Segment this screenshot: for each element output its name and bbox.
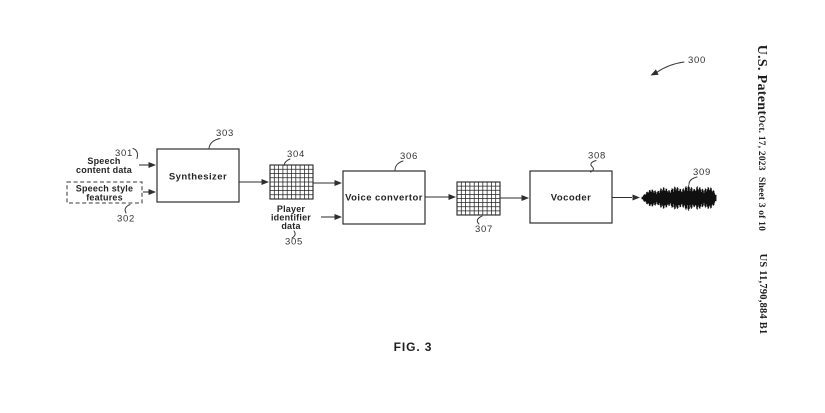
ref-301-leader [132, 148, 138, 159]
ref-303-leader [208, 138, 221, 149]
ref-label-301: 301 [115, 148, 133, 159]
ref-label-303: 303 [216, 128, 234, 139]
ref-label-302: 302 [117, 214, 135, 225]
voice-convertor-box [342, 170, 426, 225]
input-player-identifier-data: Player identifier data 305 [271, 204, 342, 248]
ref-label-300: 300 [688, 55, 706, 66]
system-callout-300: 300 [650, 55, 706, 76]
patent-sheet-number: Sheet 3 of 10 [756, 177, 766, 231]
speech-content-label-line2: content data [76, 165, 133, 175]
ref-306-leader [394, 160, 404, 171]
ref-label-309: 309 [693, 167, 711, 178]
arrowhead-icon [334, 180, 342, 186]
input-speech-content-data: Speech content data 301 [76, 148, 156, 175]
arrowhead-icon [632, 194, 640, 201]
ref-300-arrowhead-icon [650, 69, 659, 76]
ref-label-307: 307 [475, 224, 493, 235]
vocoder-box [529, 170, 613, 224]
arrow-vocoder-to-waveform [612, 194, 640, 201]
ref-label-308: 308 [588, 151, 606, 162]
arrow-spectrogram2-to-vocoder [500, 195, 529, 201]
figure-caption: FIG. 3 [394, 340, 433, 354]
spectrogram2-gridlines [457, 182, 500, 215]
header-sidebar: U.S. Patent Oct. 17, 2023 Sheet 3 of 10 … [754, 45, 769, 335]
patent-office-title: U.S. Patent [754, 45, 769, 116]
ref-308-leader [590, 160, 597, 173]
block-vocoder: Vocoder 308 [529, 151, 613, 224]
spectrogram-grid-307: 307 [456, 181, 501, 235]
voice-convertor-label: Voice convertor [345, 193, 423, 204]
input-speech-style-features: Speech style features 302 [66, 181, 156, 225]
arrowhead-icon [261, 179, 269, 185]
block-synthesizer: Synthesizer 303 [156, 128, 240, 203]
arrow-voice-convertor-to-spectrogram2 [425, 194, 456, 200]
arrowhead-icon [448, 194, 456, 200]
ref-302-leader [124, 204, 131, 214]
patent-number: US 11,790,884 B1 [757, 254, 768, 335]
ref-309-leader [688, 176, 698, 185]
player-id-label-line2: identifier [271, 213, 311, 223]
synthesizer-box [156, 148, 240, 203]
arrow-synthesizer-to-spectrogram1 [239, 179, 269, 185]
vocoder-label: Vocoder [551, 193, 591, 204]
arrowhead-icon [521, 195, 529, 201]
patent-date: Oct. 17, 2023 [756, 115, 766, 170]
ref-307-leader [476, 215, 483, 225]
ref-304-leader [283, 158, 291, 166]
ref-300-leader-arrow [656, 61, 685, 73]
synthesizer-label: Synthesizer [169, 172, 227, 183]
player-id-label-line1: Player [277, 204, 306, 214]
arrowhead-icon [334, 214, 342, 220]
speech-style-dashed-box [66, 181, 143, 204]
speech-content-label-line1: Speech [87, 156, 120, 166]
speech-style-label-line2: features [86, 193, 123, 203]
arrowhead-icon [148, 189, 156, 195]
ref-label-304: 304 [287, 149, 305, 160]
spectrogram-grid-304: 304 [269, 149, 314, 200]
output-audio-waveform: 309 [641, 167, 717, 211]
ref-305-leader [291, 230, 296, 239]
arrow-spectrogram1-to-voice-convertor [313, 180, 342, 186]
block-voice-convertor: Voice convertor 306 [342, 151, 426, 225]
spectrogram1-gridlines [270, 165, 313, 199]
ref-label-305: 305 [285, 237, 303, 248]
speech-style-label-line1: Speech style [76, 184, 133, 194]
audio-waveform-icon [641, 185, 717, 211]
player-id-label-line3: data [281, 221, 301, 231]
ref-label-306: 306 [400, 151, 418, 162]
arrowhead-icon [148, 162, 156, 168]
